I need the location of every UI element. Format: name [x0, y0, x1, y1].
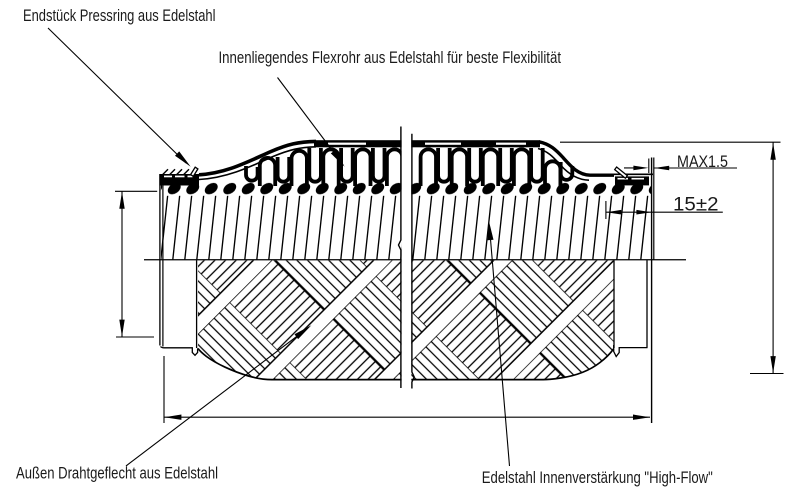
svg-text:15±2: 15±2 — [673, 194, 719, 215]
svg-text:Innenliegendes Flexrohr aus Ed: Innenliegendes Flexrohr aus Edelstahl fü… — [219, 48, 562, 67]
svg-text:Endstück Pressring aus Edelsta: Endstück Pressring aus Edelstahl — [23, 6, 216, 25]
svg-text:Außen Drahtgeflecht aus Edelst: Außen Drahtgeflecht aus Edelstahl — [16, 464, 218, 483]
svg-text:MAX1.5: MAX1.5 — [677, 152, 728, 171]
svg-text:Edelstahl Innenverstärkung "Hi: Edelstahl Innenverstärkung "High-Flow" — [482, 468, 713, 487]
